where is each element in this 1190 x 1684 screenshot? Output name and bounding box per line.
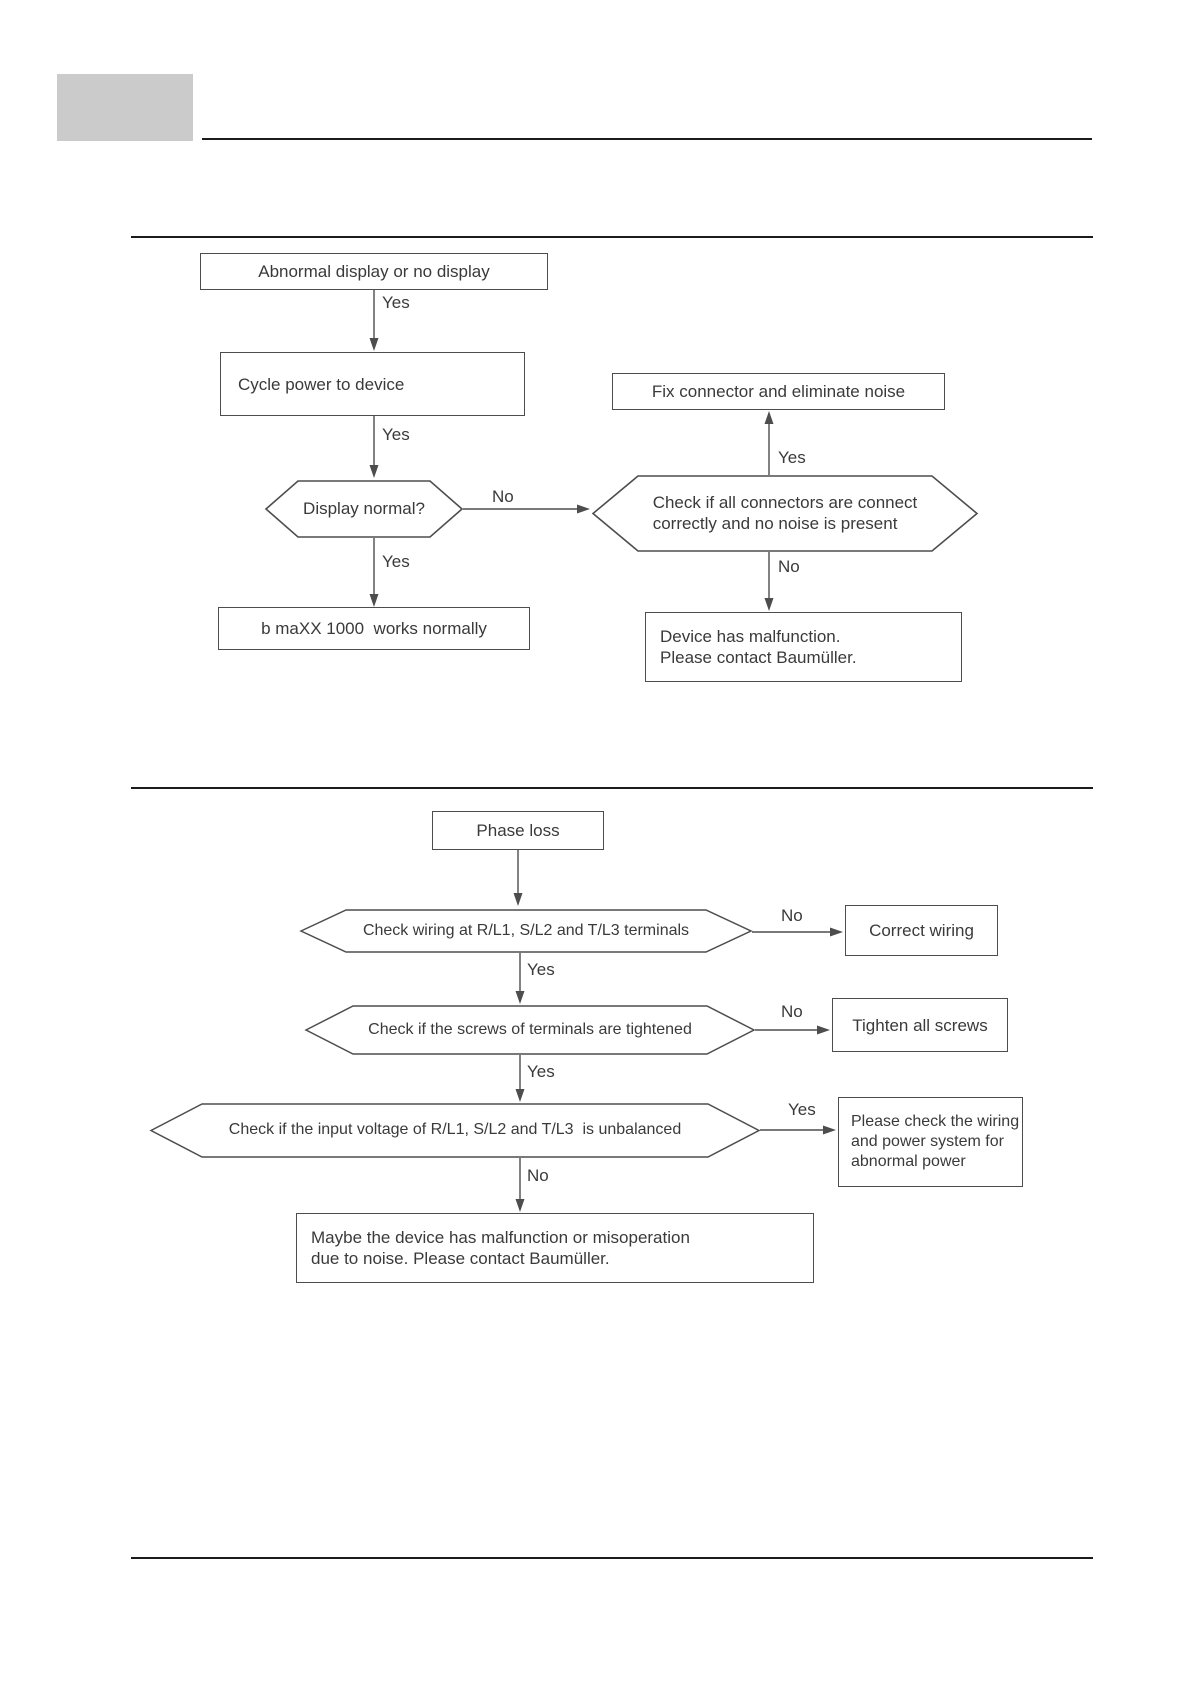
node-check-power-system: Please check the wiring and power system… <box>838 1097 1023 1187</box>
line1: Maybe the device has malfunction or miso… <box>311 1228 690 1247</box>
header-rule <box>202 138 1092 140</box>
arrow-display-to-works <box>369 538 379 607</box>
node-correct-wiring: Correct wiring <box>845 905 998 956</box>
node-phase-loss-label: Phase loss <box>476 821 560 840</box>
node-abnormal-display-label: Abnormal display or no display <box>258 262 490 281</box>
node-cycle-power-label: Cycle power to device <box>238 374 405 394</box>
node-tighten-screws-label: Tighten all screws <box>852 1015 988 1035</box>
arrow-wiring-to-correct <box>752 927 843 937</box>
edge-label-yes-wiring: Yes <box>527 960 555 979</box>
line2: and power system for <box>851 1133 1004 1150</box>
line2: Please contact Baumüller. <box>660 648 857 667</box>
arrow-voltage-to-power <box>760 1125 836 1135</box>
node-works-normally-label: b maXX 1000 works normally <box>261 619 487 638</box>
arrow-voltage-to-maybe <box>515 1158 525 1212</box>
section2-rule <box>131 787 1093 789</box>
hexagon-shape <box>149 1103 761 1158</box>
edge-label-yes-display: Yes <box>382 552 410 571</box>
node-fix-connector: Fix connector and eliminate noise <box>612 373 945 410</box>
arrow-cycle-to-display <box>369 416 379 478</box>
hexagon-shape <box>591 475 979 552</box>
edge-label-yes-connectors: Yes <box>778 448 806 467</box>
edge-label-yes-cycle: Yes <box>382 425 410 444</box>
node-correct-wiring-label: Correct wiring <box>869 921 974 940</box>
node-device-malfunction-label: Device has malfunction. Please contact B… <box>660 626 857 668</box>
node-device-malfunction: Device has malfunction. Please contact B… <box>645 612 962 682</box>
node-abnormal-display: Abnormal display or no display <box>200 253 548 290</box>
edge-label-yes-screws: Yes <box>527 1062 555 1081</box>
line1: Check if all connectors are connect <box>652 493 918 512</box>
arrow-screws-to-voltage <box>515 1055 525 1102</box>
edge-label-yes-start: Yes <box>382 293 410 312</box>
arrow-screws-to-tighten <box>755 1025 830 1035</box>
line1: Please check the wiring <box>851 1113 1020 1130</box>
hexagon-shape <box>299 909 753 953</box>
line2: correctly and no noise is present <box>652 513 898 533</box>
arrow-display-to-connectors <box>463 504 590 514</box>
hexagon-shape <box>304 1005 756 1055</box>
edge-label-yes-voltage: Yes <box>788 1100 816 1119</box>
node-display-normal-label: Display normal? <box>303 498 425 518</box>
header-chapter-tab <box>57 74 193 141</box>
node-check-voltage-label: Check if the input voltage of R/L1, S/L2… <box>228 1121 682 1139</box>
node-check-wiring: Check wiring at R/L1, S/L2 and T/L3 term… <box>299 909 753 953</box>
edge-label-no-connectors: No <box>778 557 800 576</box>
section1-rule <box>131 236 1093 238</box>
line3: abnormal power <box>851 1153 966 1170</box>
arrow-wiring-to-screws <box>515 953 525 1004</box>
node-maybe-malfunction: Maybe the device has malfunction or miso… <box>296 1213 814 1283</box>
edge-label-no-display: No <box>492 487 514 506</box>
line1: Device has malfunction. <box>660 627 841 646</box>
edge-label-no-screws: No <box>781 1002 803 1021</box>
node-maybe-malfunction-label: Maybe the device has malfunction or miso… <box>311 1227 690 1269</box>
node-phase-loss: Phase loss <box>432 811 604 850</box>
arrow-connectors-to-fix <box>764 411 774 475</box>
arrow-phase-to-wiring <box>513 850 523 906</box>
node-check-voltage: Check if the input voltage of R/L1, S/L2… <box>149 1103 761 1158</box>
node-check-connectors: Check if all connectors are connect corr… <box>591 475 979 552</box>
node-tighten-screws: Tighten all screws <box>832 998 1008 1052</box>
node-cycle-power: Cycle power to device <box>220 352 525 416</box>
node-check-connectors-label: Check if all connectors are connect corr… <box>653 493 918 534</box>
edge-label-no-voltage: No <box>527 1166 549 1185</box>
node-fix-connector-label: Fix connector and eliminate noise <box>651 382 906 401</box>
node-check-wiring-label: Check wiring at R/L1, S/L2 and T/L3 term… <box>362 921 690 939</box>
edge-label-no-wiring: No <box>781 906 803 925</box>
node-works-normally: b maXX 1000 works normally <box>218 607 530 650</box>
node-check-screws: Check if the screws of terminals are tig… <box>304 1005 756 1055</box>
node-display-normal: Display normal? <box>264 480 464 538</box>
arrow-start-to-cycle <box>369 290 379 351</box>
hexagon-shape <box>264 480 464 538</box>
footer-rule <box>131 1557 1093 1559</box>
line2: due to noise. Please contact Baumüller. <box>311 1249 610 1268</box>
node-check-screws-label: Check if the screws of terminals are tig… <box>368 1020 692 1038</box>
node-check-power-system-label: Please check the wiring and power system… <box>851 1112 1019 1172</box>
arrow-connectors-to-malfunction <box>764 552 774 611</box>
